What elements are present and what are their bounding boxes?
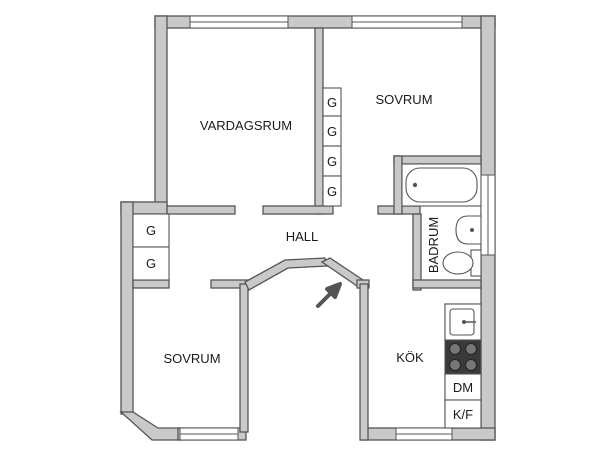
room-label-hall: HALL — [286, 229, 319, 244]
wall-bath-top — [393, 155, 482, 165]
stove — [444, 339, 482, 375]
stove-burner-3 — [449, 359, 461, 371]
room-label-bedroom-top: SOVRUM — [375, 92, 432, 107]
wall-living-bottom-right — [262, 205, 334, 215]
wall-kitchen-left — [359, 283, 369, 441]
wall-corner-sw — [119, 411, 181, 441]
fridge-freezer — [444, 399, 482, 429]
closets-center: G G G G — [322, 87, 342, 207]
closet-center-label-2: G — [327, 124, 337, 139]
stove-burner-1 — [449, 343, 461, 355]
wall-bath-bottom — [412, 279, 482, 289]
wall-bedroom-right — [239, 283, 249, 433]
closet-left-label-1: G — [146, 223, 156, 238]
closet-left-2 — [132, 246, 170, 281]
fridge-freezer-label: K/F — [453, 407, 473, 422]
wall-left-upper — [154, 15, 168, 215]
room-label-living: VARDAGSRUM — [200, 118, 292, 133]
room-label-bathroom: BADRUM — [426, 217, 441, 273]
kitchen-fixtures: DM K/F — [444, 303, 482, 429]
wall-living-bottom-left — [166, 205, 236, 215]
wall-living-bedroom — [314, 27, 324, 215]
dishwasher — [444, 373, 482, 401]
wall-left-lower — [120, 201, 134, 415]
room-labels: VARDAGSRUM SOVRUM HALL SOVRUM KÖK BADRUM — [163, 92, 441, 366]
stove-burner-2 — [465, 343, 477, 355]
wall-bath-left-lower — [412, 213, 422, 291]
closet-left-label-2: G — [146, 256, 156, 271]
bathroom-sink — [455, 215, 482, 245]
wall-bath-left-upper — [393, 155, 403, 215]
windows — [179, 15, 496, 441]
arrow-icon — [316, 282, 342, 308]
bathtub-basin — [405, 167, 478, 203]
bathroom-fixtures — [401, 163, 482, 277]
toilet-bowl — [442, 251, 474, 275]
wall-entry-left — [244, 257, 328, 291]
closet-center-label-1: G — [327, 95, 337, 110]
room-label-kitchen: KÖK — [396, 350, 424, 365]
stove-burner-4 — [465, 359, 477, 371]
closet-center-4 — [322, 175, 342, 207]
dishwasher-label: DM — [453, 380, 473, 395]
closets-left: G G — [132, 213, 170, 281]
closet-center-label-3: G — [327, 154, 337, 169]
bathtub-drain — [412, 182, 418, 188]
closet-center-label-4: G — [327, 184, 337, 199]
room-label-bedroom-bottom: SOVRUM — [163, 351, 220, 366]
wall-closet-bottom — [132, 279, 170, 289]
